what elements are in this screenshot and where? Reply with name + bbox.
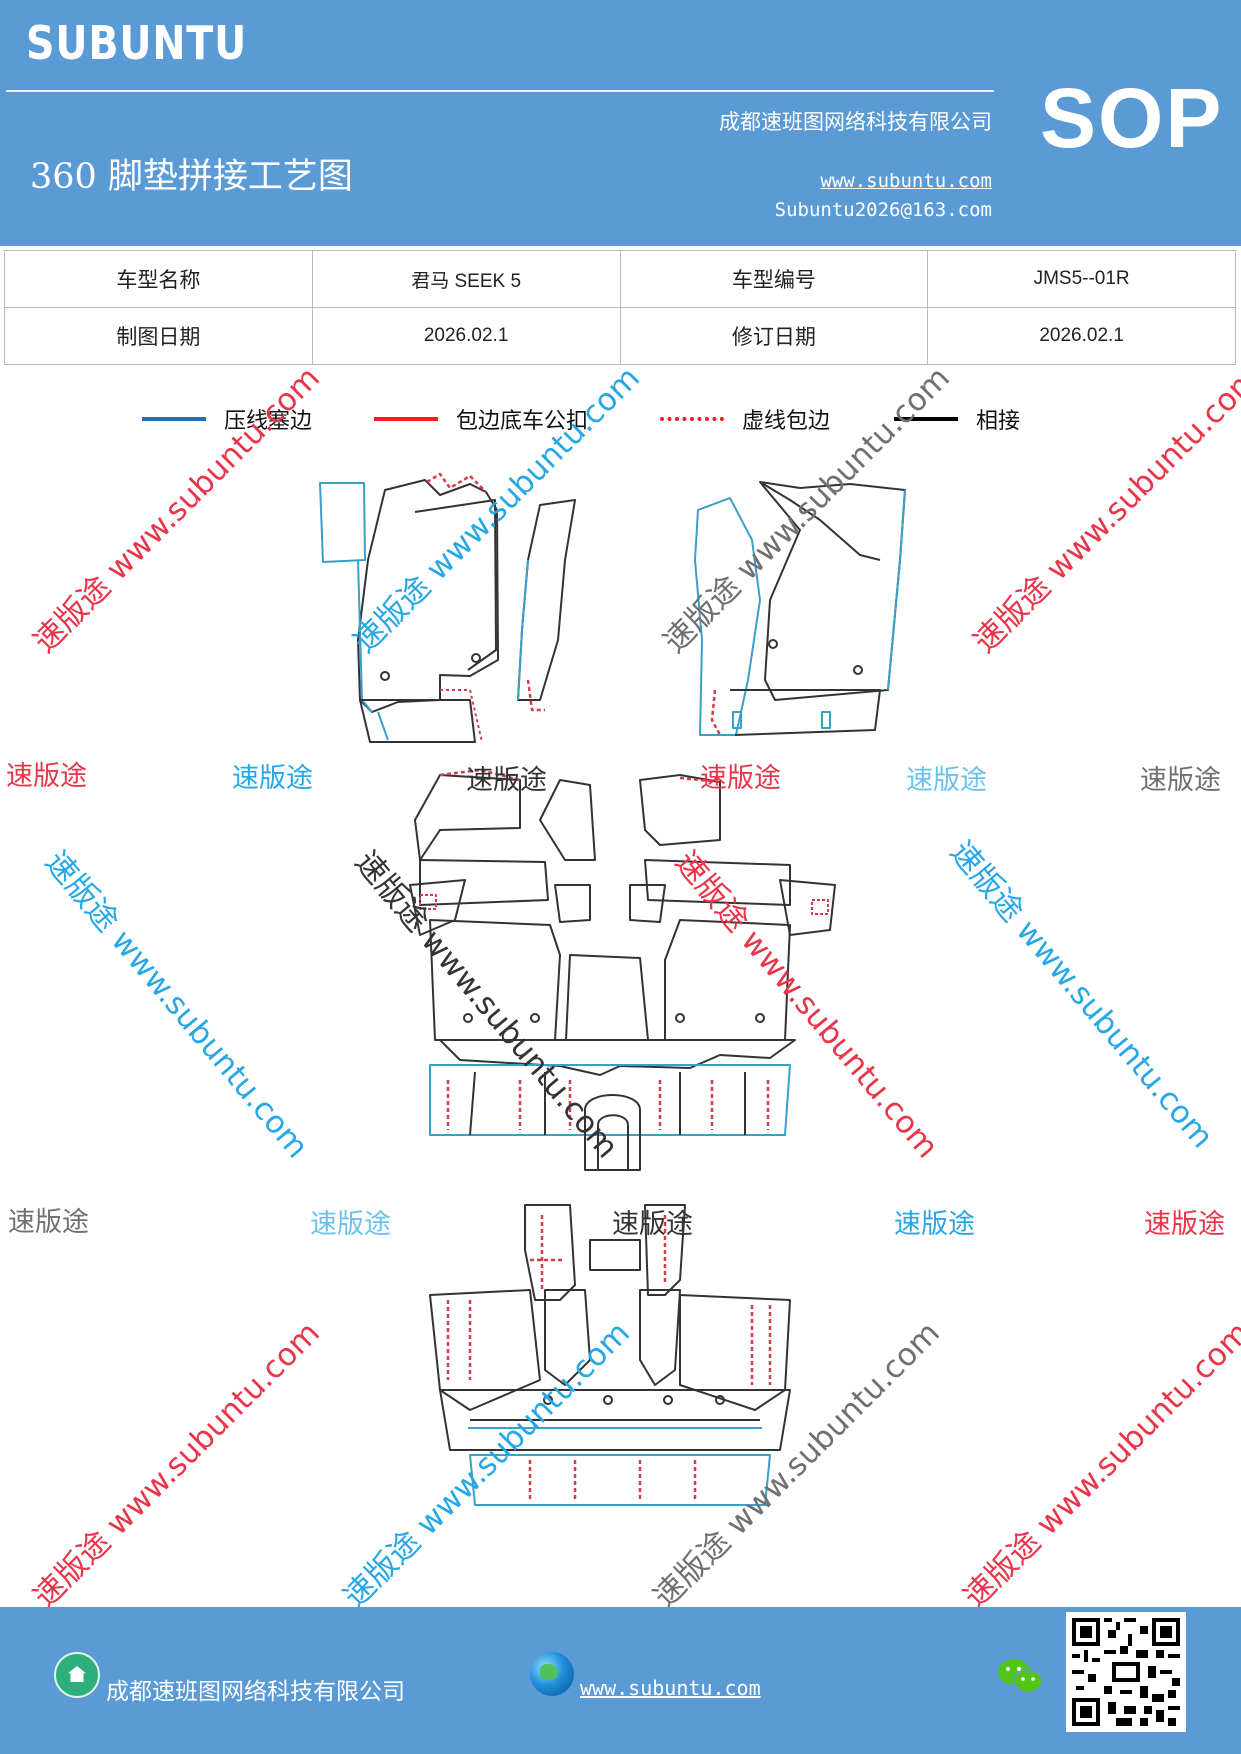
legend-item-wrap-buckle: 包边底车公扣 bbox=[374, 404, 588, 434]
sop-badge: SOP bbox=[1040, 71, 1224, 165]
legend-swatch-blue bbox=[142, 417, 206, 421]
value-drawing-date: 2026.02.1 bbox=[311, 307, 621, 365]
brand-logo: SUBUNTU bbox=[26, 16, 248, 70]
table-row: 车型名称 君马 SEEK 5 车型编号 JMS5--01R bbox=[4, 250, 1236, 308]
floor-mat-pattern-diagram bbox=[319, 472, 906, 1506]
value-model-code: JMS5--01R bbox=[927, 250, 1236, 308]
label-revision-date: 修订日期 bbox=[619, 307, 929, 365]
front-right-mat-pieces bbox=[694, 481, 906, 736]
footer-website-link[interactable]: www.subuntu.com bbox=[580, 1676, 761, 1700]
qr-code bbox=[1066, 1612, 1186, 1732]
table-row: 制图日期 2026.02.1 修订日期 2026.02.1 bbox=[4, 307, 1236, 365]
home-icon bbox=[54, 1652, 100, 1698]
front-left-mat-pieces bbox=[319, 472, 576, 743]
label-model-name: 车型名称 bbox=[4, 250, 313, 308]
footer-company-name: 成都速班图网络科技有限公司 bbox=[106, 1679, 405, 1705]
wechat-icon bbox=[998, 1659, 1043, 1693]
value-revision-date: 2026.02.1 bbox=[927, 307, 1236, 365]
website-link[interactable]: www.subuntu.com bbox=[820, 170, 992, 192]
legend-item-dotted-wrap: 虚线包边 bbox=[660, 404, 830, 434]
page-title: 360 脚垫拼接工艺图 bbox=[30, 157, 353, 197]
value-model-name: 君马 SEEK 5 bbox=[311, 250, 621, 308]
label-drawing-date: 制图日期 bbox=[4, 307, 313, 365]
legend-swatch-red bbox=[374, 417, 438, 421]
label-model-code: 车型编号 bbox=[619, 250, 929, 308]
company-name: 成都速班图网络科技有限公司 bbox=[719, 110, 992, 134]
header-banner bbox=[0, 0, 1241, 246]
legend-swatch-red-dotted bbox=[660, 417, 724, 421]
legend-swatch-black bbox=[894, 417, 958, 421]
legend-item-press-edge: 压线塞边 bbox=[142, 404, 312, 434]
vehicle-info-table: 车型名称 君马 SEEK 5 车型编号 JMS5--01R 制图日期 2026.… bbox=[4, 250, 1236, 365]
email-address: Subuntu2026@163.com bbox=[774, 199, 992, 221]
rear-mat-pieces bbox=[429, 1204, 791, 1506]
globe-icon bbox=[530, 1652, 574, 1696]
legend-item-join: 相接 bbox=[894, 404, 1020, 434]
header-divider bbox=[6, 90, 994, 92]
middle-main-mat-pieces bbox=[409, 768, 836, 1171]
